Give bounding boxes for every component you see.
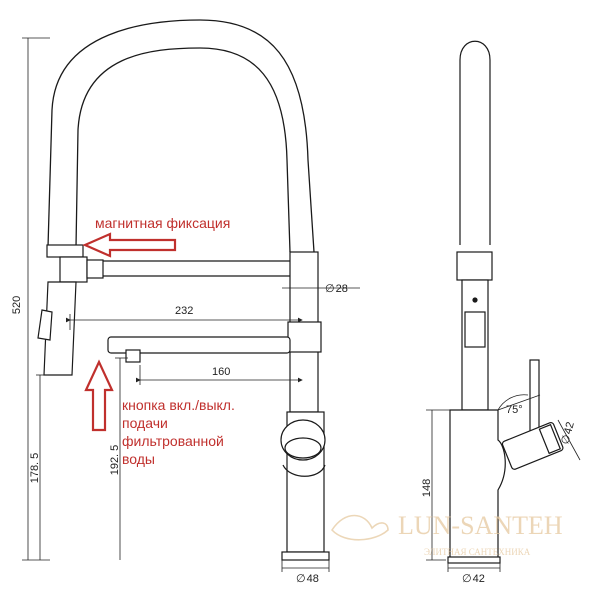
magnet-clip-tab <box>86 259 104 279</box>
side-hose <box>459 40 491 245</box>
dim-handle-dia: ∅42 <box>559 421 577 446</box>
dim-hose-dia: ∅28 <box>325 283 348 295</box>
base <box>281 551 330 561</box>
watermark-tagline: ЭЛИТНАЯ САНТЕХНИКА <box>424 547 531 557</box>
dim-handle-dia-value: 42 <box>562 421 577 436</box>
dimension-lines <box>22 37 581 572</box>
button-label-line3: фильтрованной <box>122 433 224 449</box>
dim-base-front: ∅48 <box>296 573 319 585</box>
side-body <box>449 409 506 561</box>
diameter-symbol: ∅ <box>559 433 573 445</box>
dim-hose-dia-value: 28 <box>336 283 348 295</box>
dim-base-side-value: 42 <box>473 573 485 585</box>
spray-nozzle <box>37 309 53 341</box>
dim-height-total: 520 <box>11 296 23 314</box>
watermark: LUN-SANTEH ЭЛИТНАЯ САНТЕХНИКА <box>330 511 563 557</box>
hose-arch-inner <box>75 47 291 253</box>
side-lever <box>529 359 540 436</box>
magnet-holder <box>46 244 84 258</box>
annotation-arrows <box>82 232 177 432</box>
diameter-symbol: ∅ <box>296 573 306 585</box>
dim-filter-spout: 160 <box>212 366 230 378</box>
button-arrow <box>84 359 114 432</box>
magnet-arrow <box>82 232 177 258</box>
dim-spout-reach: 232 <box>175 305 193 317</box>
watermark-logo <box>330 514 389 541</box>
magnet-clip <box>59 256 88 283</box>
spray-head <box>43 281 77 376</box>
button-label-line4: воды <box>122 451 155 467</box>
side-cartridge <box>501 422 564 470</box>
hose-arch-outer <box>47 19 315 253</box>
button-label-line1: кнопка вкл./выкл. <box>122 397 235 413</box>
watermark-brand: LUN-SANTEH <box>398 511 563 540</box>
diameter-symbol: ∅ <box>325 283 335 295</box>
filter-spout <box>107 336 291 354</box>
handle <box>280 419 326 461</box>
dim-angle: 75° <box>506 404 523 416</box>
button-label-line2: подачи <box>122 415 168 431</box>
dim-height-178: 178. 5 <box>29 453 41 484</box>
diameter-symbol: ∅ <box>462 573 472 585</box>
dim-height-192: 192. 5 <box>109 445 121 476</box>
side-holder <box>456 251 493 281</box>
side-switch <box>464 311 486 348</box>
column-ring <box>287 321 322 353</box>
magnet-label: магнитная фиксация <box>95 215 230 231</box>
dim-base-front-value: 48 <box>307 573 319 585</box>
filter-button <box>125 349 141 363</box>
dim-base-side: ∅42 <box>462 573 485 585</box>
front-view <box>37 19 330 561</box>
dim-side-height: 148 <box>421 479 433 497</box>
side-view <box>447 40 564 564</box>
